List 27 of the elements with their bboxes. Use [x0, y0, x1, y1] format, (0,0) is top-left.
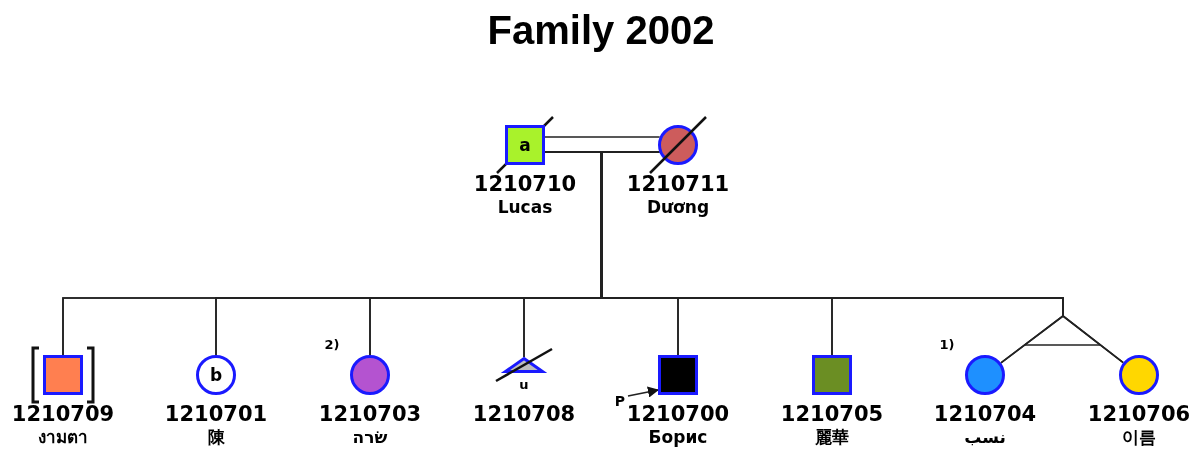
note-mark: 1) [938, 337, 956, 353]
note-mark: u [518, 377, 530, 393]
person-name: نسب [963, 426, 1007, 448]
person-name: 陳 [206, 426, 226, 448]
person-id: 1210706 [1086, 402, 1192, 426]
person-name: 이름 [1121, 426, 1157, 448]
symbol-letter: b [208, 365, 224, 385]
proband-label: P [612, 392, 628, 412]
leader-arrow [627, 386, 660, 398]
person-name: งามตา [37, 426, 89, 448]
symbol-letter: a [518, 135, 532, 155]
person-id: 1210705 [779, 402, 885, 426]
person-id: 1210704 [932, 402, 1038, 426]
person-name: Lucas [496, 196, 554, 218]
person-id: 1210708 [471, 402, 577, 426]
person-id: 1210711 [625, 172, 731, 196]
person-id: 1210703 [317, 402, 423, 426]
person-name: 麗華 [814, 426, 850, 448]
person-name: Борис [647, 426, 709, 448]
person-id: 1210700 [625, 402, 731, 426]
person-name: שׂרה [351, 426, 389, 448]
person-id: 1210701 [163, 402, 269, 426]
person-name: Dương [645, 196, 711, 218]
person-id: 1210709 [10, 402, 116, 426]
title: Family 2002 [487, 8, 715, 53]
note-mark: 2) [323, 337, 341, 353]
person-id: 1210710 [472, 172, 578, 196]
